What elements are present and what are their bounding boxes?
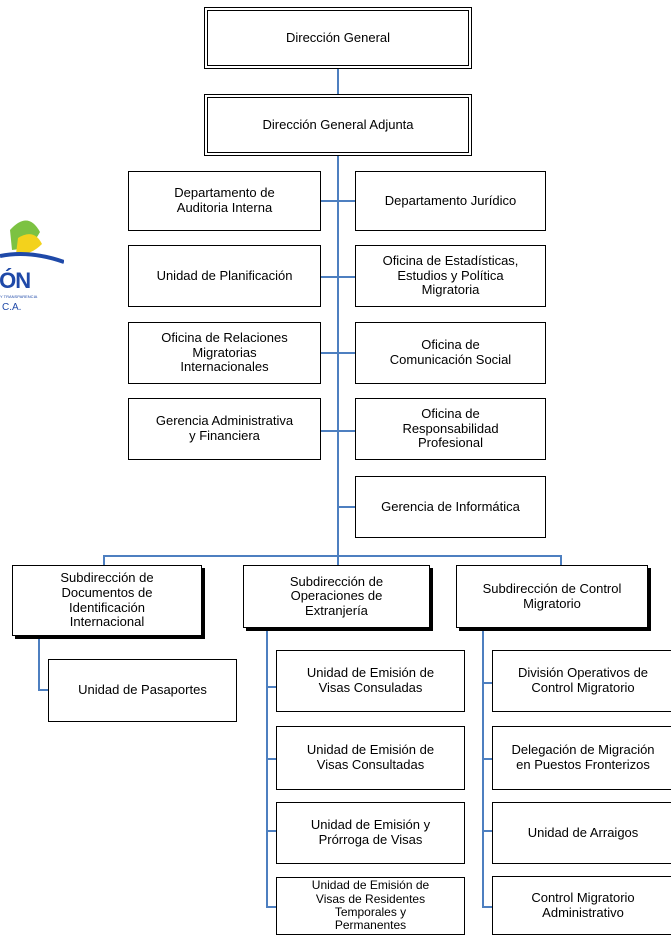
connector-residentes [266, 906, 276, 908]
box-estadisticas: Oficina de Estadísticas, Estudios y Polí… [355, 245, 546, 307]
box-comunicacion: Oficina de Comunicación Social [355, 322, 546, 384]
connector-sub-control [560, 555, 562, 565]
box-control-admin: Control Migratorio Administrativo [492, 876, 671, 935]
connector-arraigos [482, 830, 492, 832]
connector-administrativa [321, 430, 355, 432]
box-visas-consultadas: Unidad de Emisión de Visas Consultadas [276, 726, 465, 790]
logo-swirl-icon [0, 220, 64, 264]
box-juridico: Departamento Jurídico [355, 171, 546, 231]
connector-prorroga [266, 830, 276, 832]
connector-operativos [482, 682, 492, 684]
box-sub-extranjeria: Subdirección de Operaciones de Extranjer… [243, 565, 430, 628]
institution-logo: IÓN Y TRANSPARENCIA C.A. [0, 210, 64, 320]
box-arraigos: Unidad de Arraigos [492, 802, 671, 864]
connector-delegacion [482, 758, 492, 760]
box-auditoria: Departamento de Auditoria Interna [128, 171, 321, 231]
box-sub-control: Subdirección de Control Migratorio [456, 565, 648, 628]
logo-subtext: Y TRANSPARENCIA [0, 294, 38, 299]
box-informatica: Gerencia de Informática [355, 476, 546, 538]
connector-documentos-vertical [38, 636, 40, 691]
connector-sub-documentos [103, 555, 105, 565]
box-visas-consuladas: Unidad de Emisión de Visas Consuladas [276, 650, 465, 712]
box-direccion-general: Dirección General [207, 10, 469, 66]
connector-pasaportes [38, 689, 48, 691]
connector-consuladas [266, 686, 276, 688]
logo-ca: C.A. [2, 302, 22, 313]
box-sub-documentos: Subdirección de Documentos de Identifica… [12, 565, 202, 636]
connector-extranjeria-vertical [266, 628, 268, 908]
box-prorroga: Unidad de Emisión y Prórroga de Visas [276, 802, 465, 864]
box-administrativa: Gerencia Administrativa y Financiera [128, 398, 321, 460]
connector-consultadas [266, 758, 276, 760]
connector-main-vertical [337, 66, 339, 556]
connector-informatica [337, 506, 355, 508]
logo-text: IÓN [0, 268, 31, 293]
box-delegacion: Delegación de Migración en Puestos Front… [492, 726, 671, 790]
connector-control-vertical [482, 628, 484, 908]
box-pasaportes: Unidad de Pasaportes [48, 659, 237, 722]
connector-control-horizontal [482, 628, 562, 630]
connector-planificacion [321, 276, 355, 278]
box-residentes: Unidad de Emisión de Visas de Residentes… [276, 877, 465, 935]
box-direccion-adjunta: Dirección General Adjunta [207, 97, 469, 153]
box-planificacion: Unidad de Planificación [128, 245, 321, 307]
connector-extranjeria-horizontal [266, 628, 338, 630]
box-relaciones: Oficina de Relaciones Migratorias Intern… [128, 322, 321, 384]
connector-subdirecciones-horizontal [103, 555, 561, 557]
connector-relaciones [321, 352, 355, 354]
connector-auditoria [321, 200, 355, 202]
box-operativos: División Operativos de Control Migratori… [492, 650, 671, 712]
box-responsabilidad: Oficina de Responsabilidad Profesional [355, 398, 546, 460]
connector-sub-extranjeria [337, 555, 339, 565]
connector-control-admin [482, 906, 492, 908]
